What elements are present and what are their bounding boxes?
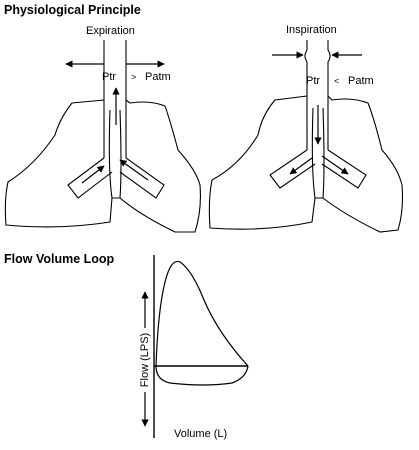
flow-axis-label: Flow (LPS) [139,333,151,387]
expiration-lung-outline [4,99,201,233]
inspiration-patm-label: Patm [348,75,374,87]
expiratory-curve [155,260,249,367]
flow-volume-loop-plot [141,255,249,438]
inspiration-lung-outline [208,95,404,233]
inspiratory-curve [155,365,249,386]
expiration-ptr-label: Ptr [102,71,116,83]
inspiration-label: Inspiration [286,24,337,36]
expiration-patm-label: Patm [145,71,171,83]
inspiration-flow-arrows [272,51,362,175]
volume-axis-label: Volume (L) [174,428,227,440]
expiration-flow-arrows [65,60,165,184]
expiration-label: Expiration [86,25,135,37]
inspiration-relation: < [334,76,339,86]
expiration-lung-diagram [4,40,201,233]
expiration-relation: > [131,72,136,82]
inspiration-ptr-label: Ptr [306,75,320,87]
flow-volume-loop-title: Flow Volume Loop [4,252,115,266]
inspiration-lung-diagram [208,40,404,233]
physiological-principle-title: Physiological Principle [4,3,141,17]
